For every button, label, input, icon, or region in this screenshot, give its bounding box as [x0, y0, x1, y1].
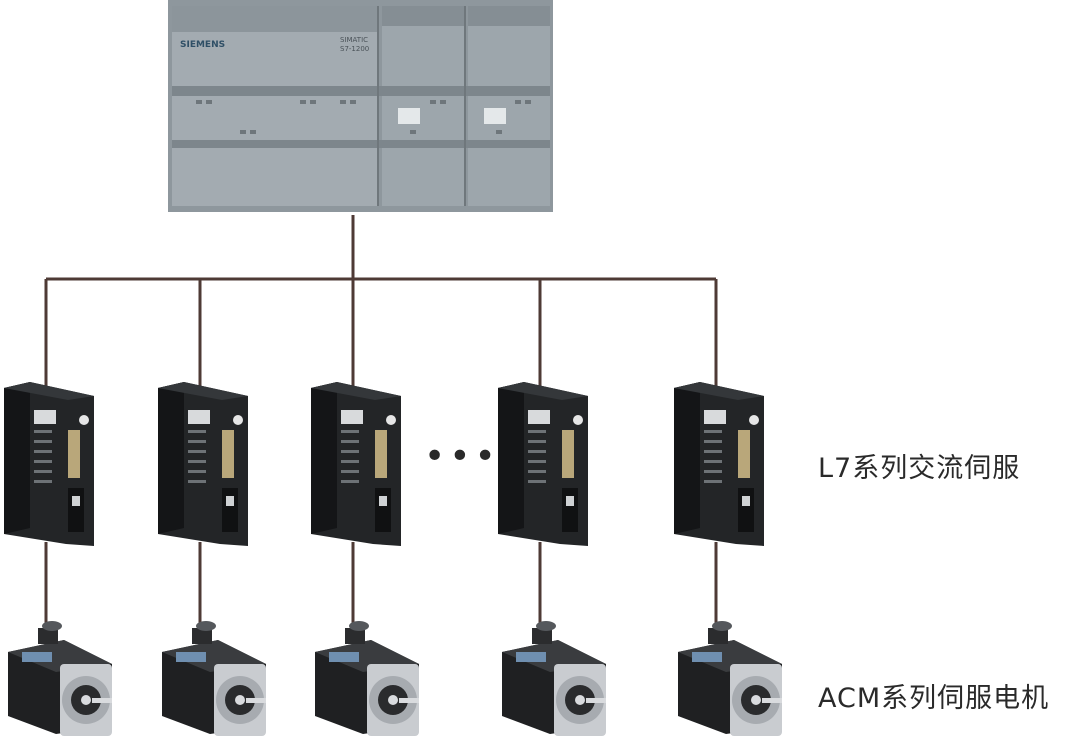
servo-motor-3: [315, 621, 419, 736]
servo-motors: [8, 621, 782, 736]
servo-motor-2: [162, 621, 266, 736]
servo-motor-5: [678, 621, 782, 736]
servo-drive-3: [311, 382, 401, 546]
plc-model-line1: SIMATIC: [340, 36, 368, 44]
plc-controller: SIEMENS SIMATIC S7-1200: [168, 0, 553, 212]
servo-motor-1: [8, 621, 112, 736]
servo-drive-5: [674, 382, 764, 546]
more-drives-ellipsis: •••: [424, 436, 500, 477]
plc-brand: SIEMENS: [180, 40, 225, 50]
servo-drive-4: [498, 382, 588, 546]
drives-label: L7系列交流伺服: [818, 453, 1021, 484]
servo-drive-2: [158, 382, 248, 546]
servo-motor-4: [502, 621, 606, 736]
plc-model-line2: S7-1200: [340, 45, 369, 53]
motors-label: ACM系列伺服电机: [818, 683, 1050, 714]
servo-drives: [4, 382, 764, 546]
wiring: [44, 215, 718, 632]
servo-drive-1: [4, 382, 94, 546]
